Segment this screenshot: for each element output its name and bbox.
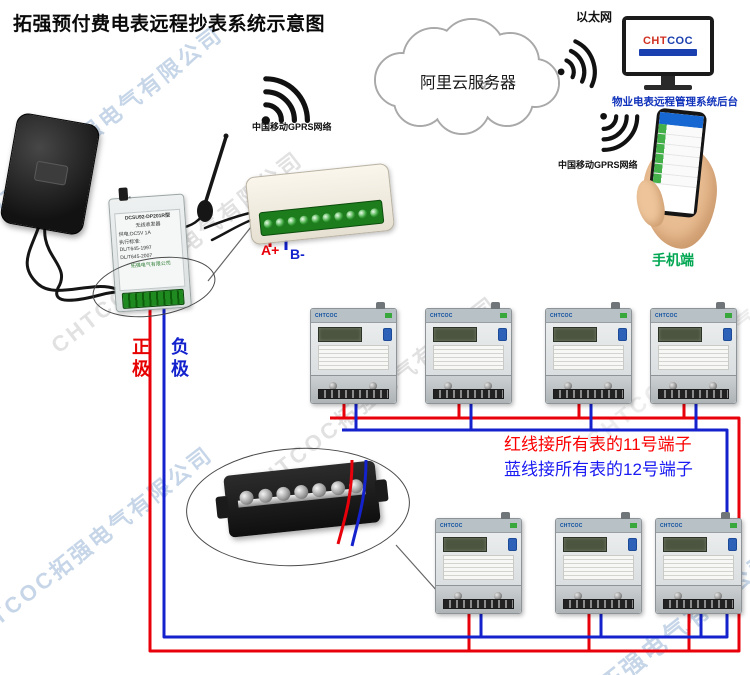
logo-underline-bar: [639, 49, 697, 56]
a-plus-label: A+: [261, 242, 280, 258]
logo-left: CHT: [642, 35, 668, 47]
red-wire-note: 红线接所有表的11号端子: [504, 435, 692, 454]
monitor-stand: [661, 76, 675, 85]
dtu-transceiver: DCSU92-DP201R型 无线收发器 供电:DC5V 1A 执行标准: DL…: [108, 187, 192, 313]
backend-monitor: CHTCOC: [622, 16, 714, 90]
dtu-maker: 拓强电气有限公司: [130, 260, 171, 270]
callout-lines: [207, 226, 447, 602]
wifi-icon-antenna: [261, 76, 310, 125]
b-minus-label: B-: [290, 246, 305, 262]
logo-right: COC: [667, 35, 694, 47]
wifi-icon-gprs-phone: [600, 112, 640, 152]
gprs-label-phone: 中国移动GPRS网络: [558, 160, 638, 170]
gprs-label-antenna: 中国移动GPRS网络: [252, 122, 332, 132]
green-terminal-row: [258, 199, 385, 237]
monitor-screen: CHTCOC: [626, 20, 710, 72]
monitor-base: [644, 85, 692, 90]
cloud-shape: 阿里云服务器: [374, 18, 560, 135]
monitor-caption: 物业电表远程管理系统后台: [612, 96, 738, 108]
antenna-connector: [118, 187, 129, 202]
chtcoc-logo: CHTCOC: [643, 36, 693, 47]
dtu-terminal-block: [121, 288, 185, 310]
cloud-label: 阿里云服务器: [420, 74, 516, 92]
monitor-bezel: CHTCOC: [622, 16, 714, 76]
dtu-nameplate: DCSU92-DP201R型 无线收发器 供电:DC5V 1A 执行标准: DL…: [114, 208, 186, 292]
red-wires: [148, 226, 741, 653]
negative-pole-label: 负极: [169, 337, 189, 381]
wifi-icon-ethernet: [557, 39, 597, 89]
phone-caption: 手机端: [652, 252, 694, 268]
page-title: 拓强预付费电表远程抄表系统示意图: [13, 14, 326, 35]
blue-wire-note: 蓝线接所有表的12号端子: [504, 460, 693, 479]
adapter-sticker: [33, 160, 69, 186]
handheld-phone: [627, 106, 727, 256]
positive-pole-label: 正极: [130, 337, 150, 381]
ethernet-label: 以太网: [576, 10, 613, 24]
